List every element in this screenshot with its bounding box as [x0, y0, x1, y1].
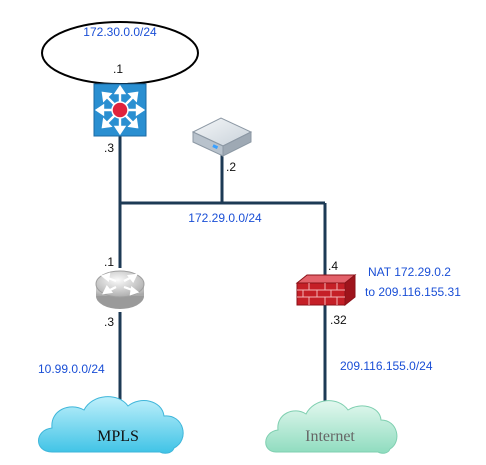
internet-cloud-label: Internet	[305, 428, 355, 445]
mpls-cloud[interactable]: MPLS	[38, 396, 184, 454]
switch-top-interface-label: .1	[113, 62, 123, 76]
mpls-cloud-label: MPLS	[97, 428, 139, 445]
switch-bottom-interface-label: .3	[104, 141, 114, 155]
internet-cloud[interactable]: Internet	[265, 400, 398, 454]
server-appliance-icon[interactable]	[191, 117, 253, 157]
firewall-icon[interactable]	[295, 273, 357, 307]
network-links	[118, 136, 327, 408]
firewall-top-interface-label: .4	[328, 259, 338, 273]
appliance-interface-label: .2	[226, 160, 236, 174]
router-icon[interactable]	[95, 270, 145, 309]
core-network-label: 172.29.0.0/24	[188, 211, 262, 225]
firewall-bottom-interface-label: .32	[330, 313, 347, 327]
top-network-label: 172.30.0.0/24	[83, 25, 157, 39]
nat-label-line2: to 209.116.155.31	[365, 285, 461, 299]
internet-link-network-label: 209.116.155.0/24	[340, 359, 433, 373]
mpls-link-network-label: 10.99.0.0/24	[38, 362, 105, 376]
router-top-interface-label: .1	[104, 255, 114, 269]
nat-label-line1: NAT 172.29.0.2	[368, 265, 451, 279]
layer3-switch-icon[interactable]	[93, 83, 147, 137]
router-bottom-interface-label: .3	[104, 315, 114, 329]
